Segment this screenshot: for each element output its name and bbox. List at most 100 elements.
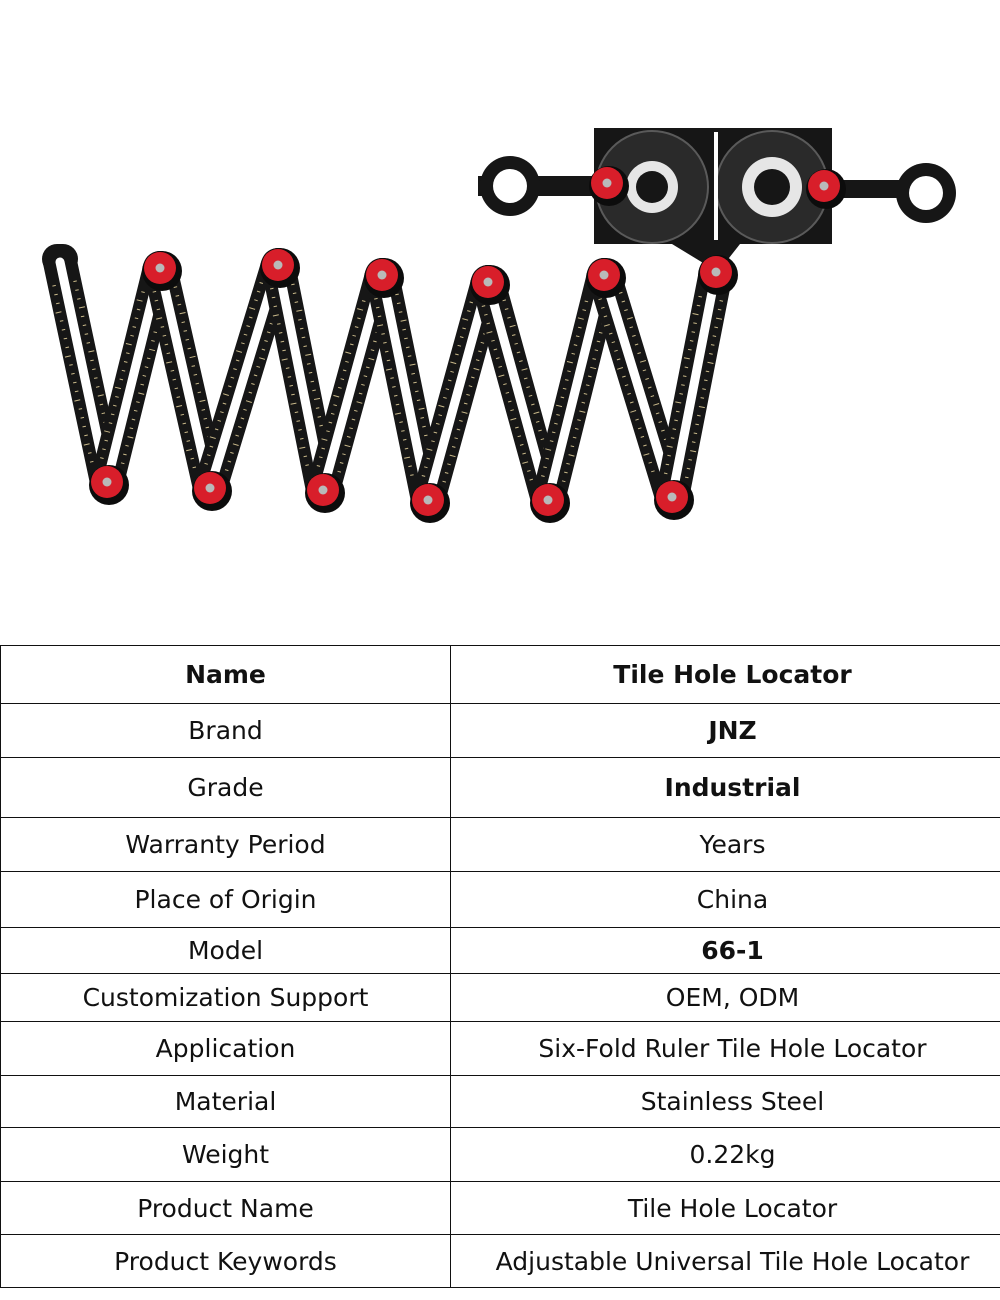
ruler-tick [411,372,415,375]
ruler-tick [716,317,723,320]
ruler-tick [400,319,407,322]
ruler-tick [291,393,295,396]
ruler-tick [514,342,518,345]
ruler-tick [125,444,129,447]
pivot-knob [410,483,450,523]
ruler-scale-ticks [204,282,284,472]
ruler-tick [462,318,469,321]
ruler-tick [617,367,624,370]
ruler-tick [393,394,398,397]
ruler-tick [254,299,258,302]
ruler-tick [240,417,245,420]
ruler-tick [693,322,697,324]
ruler-tick [318,456,323,459]
ruler-tick [305,464,309,466]
ruler-tick [556,414,560,416]
ruler-tick [375,306,380,309]
ruler-tick [459,336,464,339]
ruler-tick [395,403,400,406]
ruler-tick [571,352,576,355]
ruler-tick [235,359,240,362]
ruler-tick [177,303,182,306]
ruler-tick [691,331,696,333]
ruler-tick [643,453,650,456]
pivot-screw [155,263,165,273]
ruler-tick [142,374,147,377]
ruler-tick [345,351,352,355]
ruler-tick [573,344,578,346]
ruler-arm-slot [543,270,609,505]
ruler-tick [269,287,274,290]
ruler-tick [59,320,64,322]
ruler-tick [384,350,389,353]
ruler-tick [346,435,351,438]
pivot-knob [192,471,232,511]
ruler-arm-slot [483,277,553,505]
ruler-tick [151,340,155,342]
ruler-tick [192,466,197,469]
ruler-tick [445,388,450,391]
pivot-screw [819,181,829,191]
ruler-tick [271,296,276,299]
spec-label: Model [0,927,451,974]
ruler-tick [526,386,530,389]
ruler-tick [162,334,167,337]
ruler-tick [402,438,407,441]
ruler-tick [310,380,315,383]
ruler-tick [74,390,79,393]
ruler-tick [594,349,599,352]
ruler-tick [570,445,575,448]
ruler-scale-ticks [663,295,724,479]
ruler-tick [632,334,636,337]
ruler-tick [702,388,706,390]
ruler-tick [243,408,247,411]
ruler-tick [502,299,507,302]
ruler-tick [475,359,480,362]
ruler-tick [101,412,106,415]
ruler-tick [486,322,491,325]
pivot-knob [698,255,738,295]
ruler-tick [663,472,668,475]
ruler-arm-slot [205,260,283,493]
ruler-tick [74,399,81,402]
ruler-tick [603,315,608,318]
ruler-tick [102,448,106,451]
ruler-arms [42,244,733,517]
ruler-tick [368,357,375,361]
ruler-tick [516,351,521,354]
ruler-tick [187,347,192,350]
ruler-tick [249,307,256,310]
ruler-tick [377,315,382,318]
pivot-screw [102,477,112,487]
ruler-tick [93,377,98,379]
ruler-tick [370,349,375,352]
hole-template-plate [478,128,956,272]
pivot-screw [602,178,612,188]
ruler-tick [561,480,566,483]
spec-label: Product Name [0,1181,451,1235]
ruler-tick [141,291,145,293]
ruler-tick [90,359,94,362]
ruler-tick [138,392,145,395]
ruler-tick [166,352,171,355]
ruler-tick [386,368,393,371]
spec-value: Stainless Steel [450,1075,1000,1128]
ruler-tick [682,375,687,377]
ruler-tick [97,394,104,397]
ruler-tick [134,317,139,320]
ruler-tick [714,326,718,329]
ruler-tick [172,378,177,381]
ruler-tick [89,460,94,463]
ruler-tick [104,430,111,433]
ruler-tick [484,313,488,316]
ruler-tick [709,353,713,355]
ruler-tick [259,357,266,360]
ruler-tick [648,461,653,464]
ruler-tick [698,295,702,298]
ruler-tick [404,337,408,340]
ruler-tick [197,391,202,394]
